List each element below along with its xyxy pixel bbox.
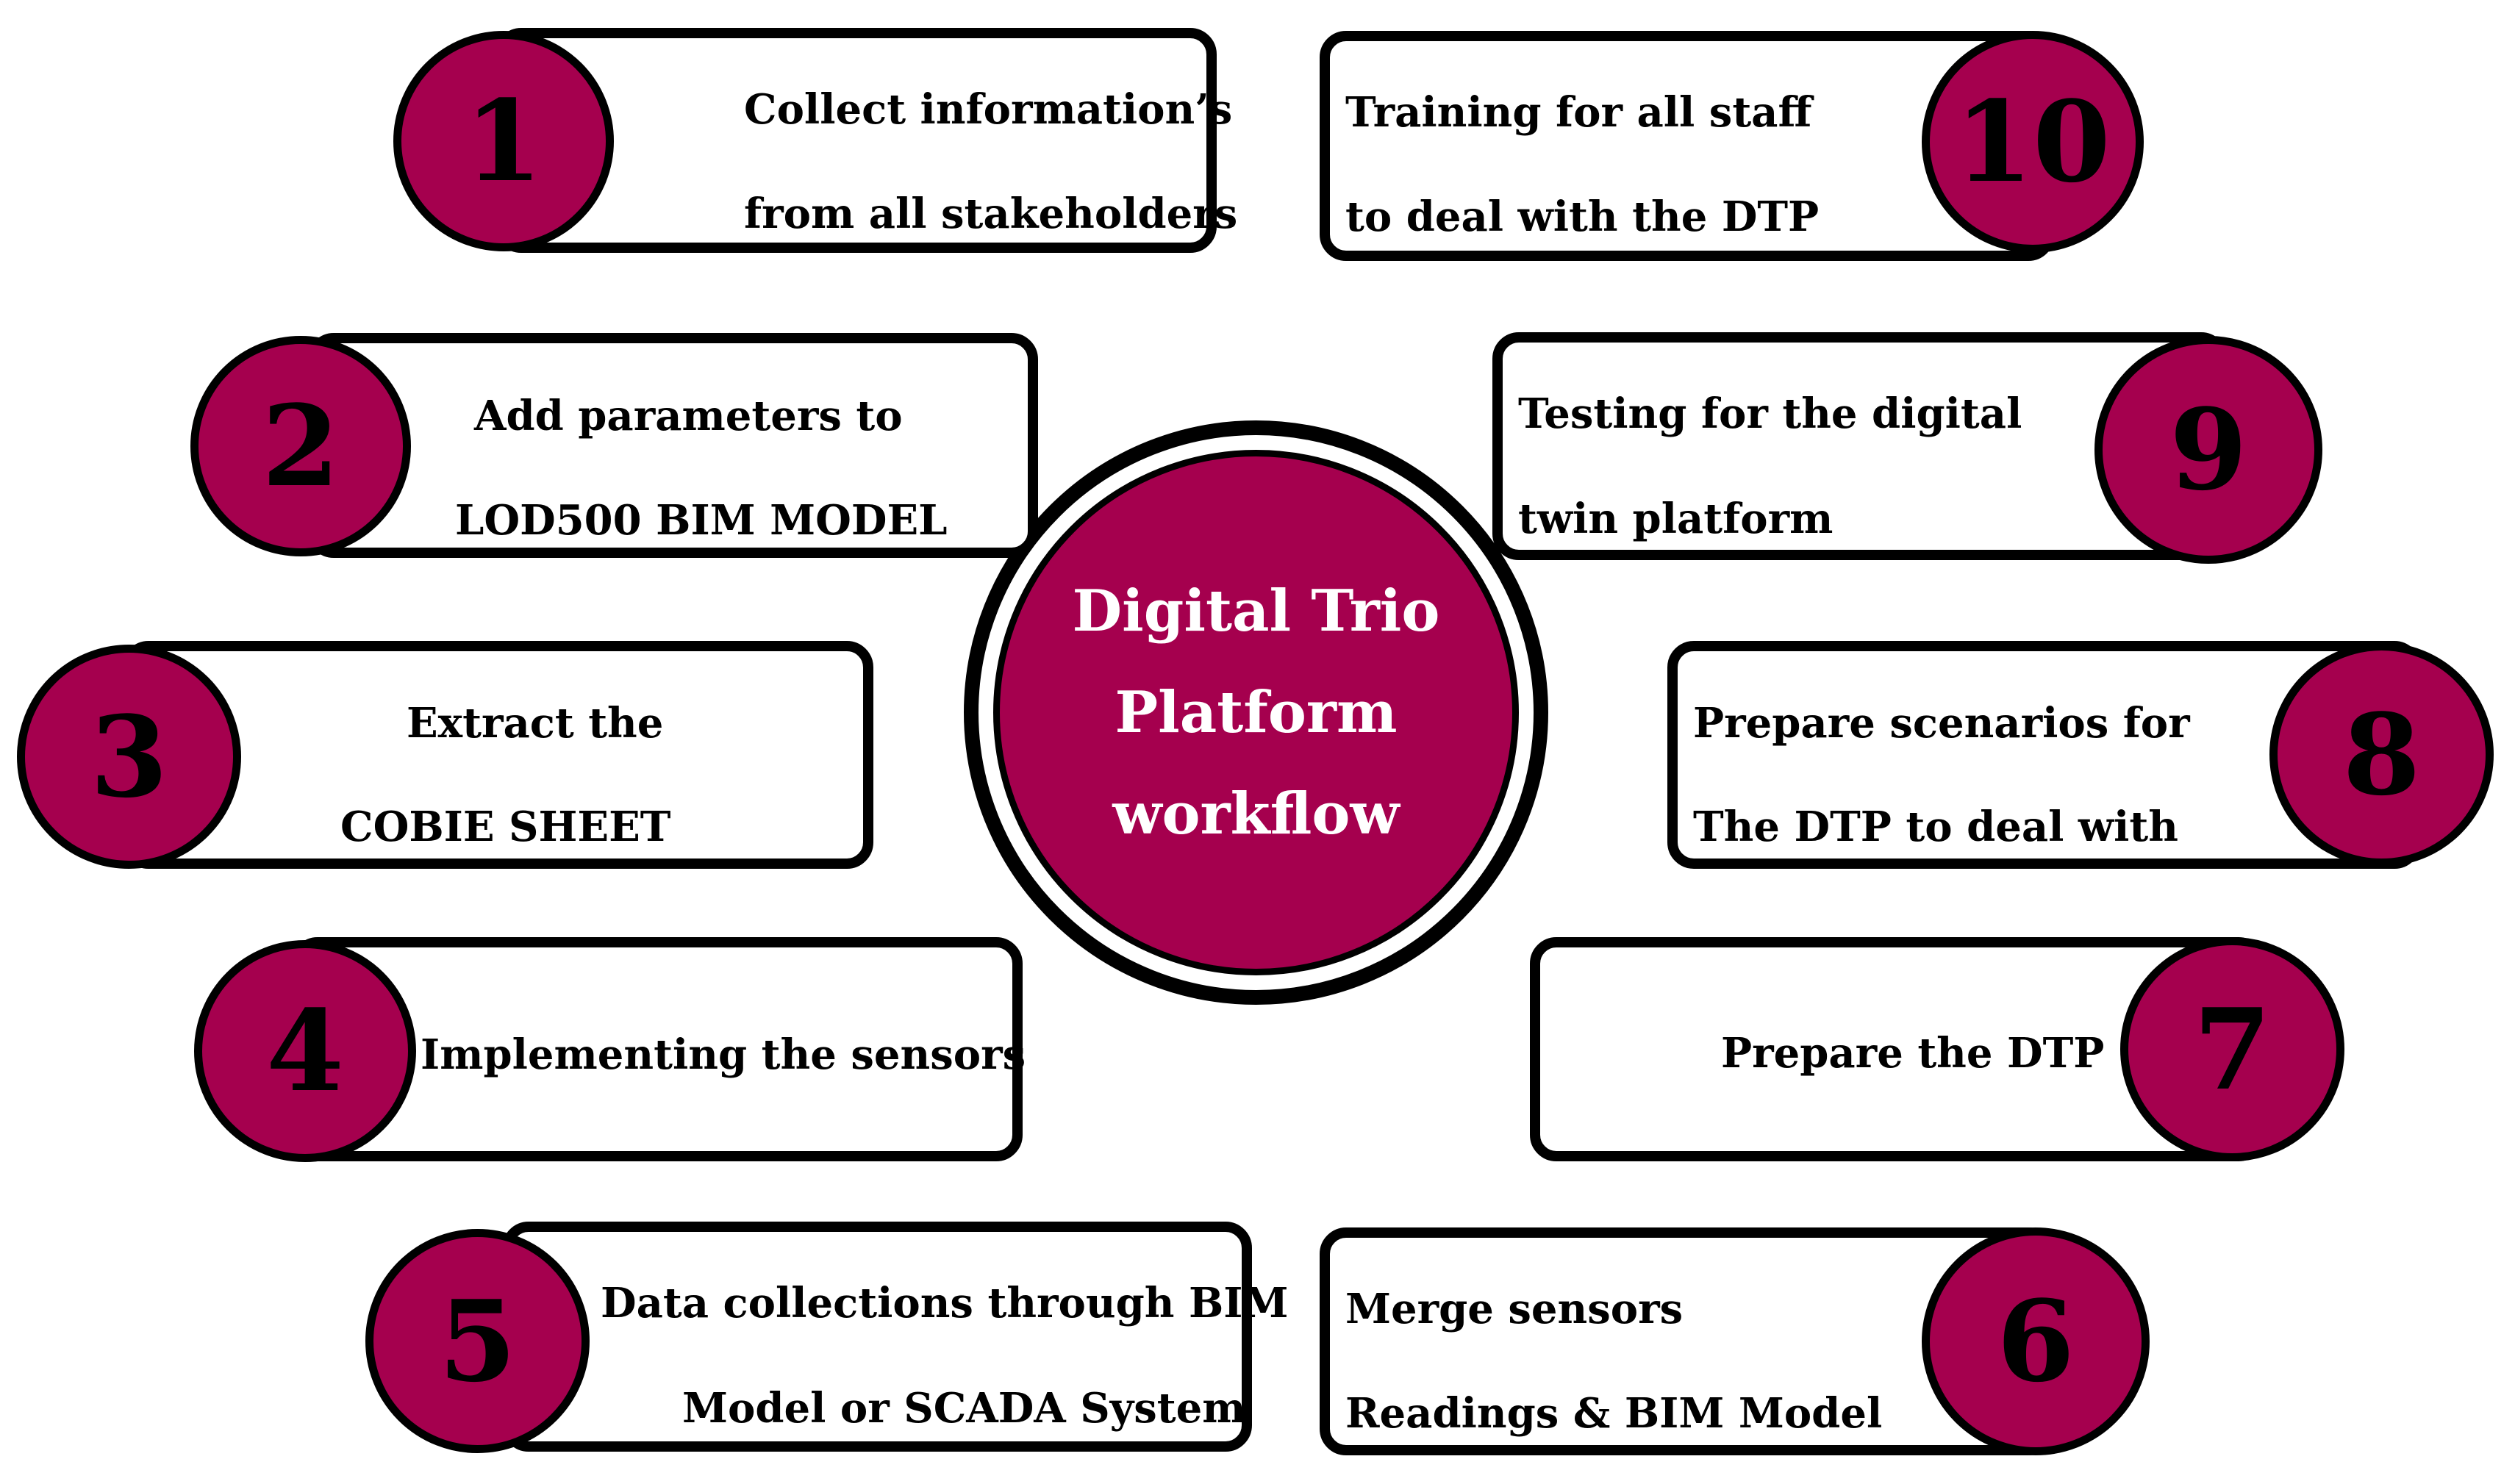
- step-9-label-line-1: Testing for the digital: [1518, 390, 2022, 438]
- step-9-number-circle: 9: [2094, 336, 2322, 564]
- step-6-label-line-1: Merge sensors: [1345, 1285, 1684, 1333]
- step-7-number: 7: [2193, 983, 2272, 1115]
- step-6-number-circle: 6: [1922, 1227, 2150, 1455]
- step-8-label-line-1: Prepare scenarios for: [1693, 699, 2190, 748]
- step-6-label-line-2: Readings & BIM Model: [1345, 1389, 1883, 1438]
- step-5-box: [502, 1222, 1252, 1452]
- step-9-number: 9: [2169, 384, 2247, 515]
- step-1-number-circle: 1: [393, 31, 614, 251]
- step-5-label-line-1: Data collections through BIM: [601, 1279, 1289, 1327]
- step-8-number: 8: [2342, 688, 2421, 820]
- step-2-label-line-1: Add parameters to: [474, 392, 903, 440]
- step-5-label-line-2: Model or SCADA System: [682, 1384, 1246, 1433]
- center-title-line-2: Platform: [1115, 678, 1398, 746]
- step-3-label-line-1: Extract the: [407, 699, 664, 748]
- step-5-number: 5: [438, 1275, 517, 1407]
- step-1-box: [495, 28, 1217, 253]
- step-8-label-line-2: The DTP to deal with: [1693, 803, 2178, 851]
- step-3-number-circle: 3: [17, 645, 241, 869]
- step-3-box: [122, 641, 873, 869]
- step-10-number: 10: [1955, 76, 2111, 207]
- step-6-number: 6: [1997, 1275, 2075, 1407]
- step-9-label-line-2: twin platform: [1518, 495, 1834, 543]
- step-3-number: 3: [90, 690, 168, 822]
- step-2-number-circle: 2: [190, 336, 411, 556]
- center-title-line-1: Digital Trio: [1072, 577, 1440, 645]
- step-10-number-circle: 10: [1922, 31, 2144, 253]
- step-1-label-line-2: from all stakeholders: [744, 190, 1238, 238]
- step-2-label-line-2: LOD500 BIM MODEL: [455, 496, 948, 545]
- step-5-number-circle: 5: [365, 1229, 590, 1453]
- step-4-number: 4: [266, 985, 344, 1116]
- step-4-number-circle: 4: [194, 940, 416, 1162]
- center-title-line-3: workflow: [1112, 780, 1400, 847]
- step-7-label-line-1: Prepare the DTP: [1721, 1029, 2105, 1078]
- step-1-label-line-1: Collect information’s: [744, 85, 1233, 134]
- step-4-label-line-1: Implementing the sensors: [421, 1030, 1026, 1079]
- step-2-number: 2: [262, 380, 340, 512]
- step-10-label-line-2: to deal with the DTP: [1345, 193, 1820, 241]
- step-10-label-line-1: Training for all staff: [1345, 88, 1812, 137]
- step-8-number-circle: 8: [2269, 642, 2494, 867]
- center-circle: Digital Trio Platform workflow: [993, 450, 1519, 975]
- step-3-label-line-2: COBIE SHEET: [340, 803, 671, 851]
- step-2-box: [307, 333, 1038, 558]
- step-7-number-circle: 7: [2120, 937, 2344, 1161]
- step-1-number: 1: [465, 75, 543, 207]
